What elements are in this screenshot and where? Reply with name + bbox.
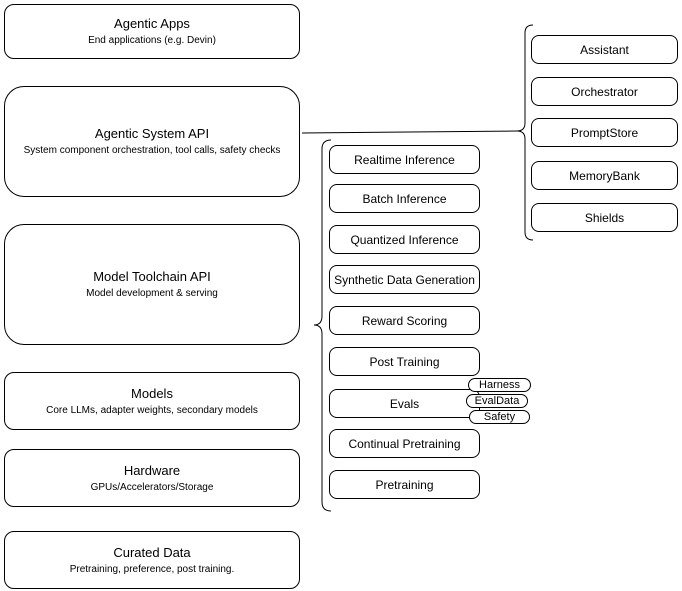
layer-subtitle: GPUs/Accelerators/Storage [90, 481, 214, 493]
toolchain-box-synthetic-data-generation: Synthetic Data Generation [329, 265, 480, 294]
layer-subtitle: System component orchestration, tool cal… [23, 145, 281, 156]
component-label: MemoryBank [569, 168, 640, 183]
toolchain-box-continual-pretraining: Continual Pretraining [329, 429, 480, 458]
eval-tag-label: EvalData [474, 395, 520, 407]
toolchain-label: Realtime Inference [354, 152, 455, 167]
layer-subtitle: Core LLMs, adapter weights, secondary mo… [46, 404, 258, 416]
component-label: Assistant [580, 42, 629, 57]
layer-box-models: Models Core LLMs, adapter weights, secon… [4, 372, 300, 430]
layer-title: Model Toolchain API [93, 269, 211, 284]
toolchain-box-reward-scoring: Reward Scoring [329, 306, 480, 335]
toolchain-label: Evals [389, 396, 420, 411]
layer-subtitle: Model development & serving [86, 288, 218, 299]
component-box-assistant: Assistant [531, 35, 678, 64]
layer-title: Agentic System API [94, 126, 210, 141]
toolchain-label: Batch Inference [362, 191, 447, 206]
eval-tag-safety: Safety [469, 410, 530, 424]
layer-title: Agentic Apps [114, 16, 190, 31]
component-box-shields: Shields [531, 203, 678, 232]
eval-tag-harness: Harness [468, 378, 531, 392]
toolchain-box-quantized-inference: Quantized Inference [329, 225, 480, 254]
layer-box-curated-data: Curated Data Pretraining, preference, po… [4, 531, 300, 589]
component-box-promptstore: PromptStore [531, 118, 678, 147]
toolchain-box-post-training: Post Training [329, 347, 480, 376]
toolchain-box-batch-inference: Batch Inference [329, 184, 480, 213]
layer-box-agentic-system-api: Agentic System API System component orch… [4, 86, 300, 197]
system-api-to-components-line [301, 130, 518, 134]
layer-box-hardware: Hardware GPUs/Accelerators/Storage [4, 449, 300, 507]
component-box-orchestrator: Orchestrator [531, 77, 678, 106]
toolchain-label: Post Training [369, 354, 440, 369]
toolchain-box-pretraining: Pretraining [329, 470, 480, 499]
layer-subtitle: Pretraining, preference, post training. [69, 563, 235, 575]
toolchain-label: Quantized Inference [350, 232, 459, 247]
eval-tag-evaldata: EvalData [466, 394, 528, 408]
toolchain-label: Synthetic Data Generation [334, 272, 475, 287]
toolchain-box-evals: Evals [329, 389, 480, 418]
layer-box-model-toolchain-api: Model Toolchain API Model development & … [4, 224, 300, 345]
component-label: PromptStore [570, 125, 639, 140]
component-box-memorybank: MemoryBank [531, 161, 678, 190]
eval-tag-label: Safety [483, 411, 516, 423]
toolchain-box-realtime-inference: Realtime Inference [329, 145, 480, 174]
layer-box-agentic-apps: Agentic Apps End applications (e.g. Devi… [4, 4, 300, 59]
component-label: Shields [584, 210, 625, 225]
toolchain-label: Pretraining [375, 477, 434, 492]
layer-title: Curated Data [113, 544, 191, 560]
toolchain-label: Continual Pretraining [348, 436, 461, 451]
toolchain-label: Reward Scoring [361, 313, 448, 328]
eval-tag-label: Harness [479, 379, 520, 391]
component-label: Orchestrator [571, 84, 638, 99]
layer-title: Models [131, 385, 173, 401]
layer-title: Hardware [123, 462, 181, 478]
layer-subtitle: End applications (e.g. Devin) [88, 35, 216, 46]
